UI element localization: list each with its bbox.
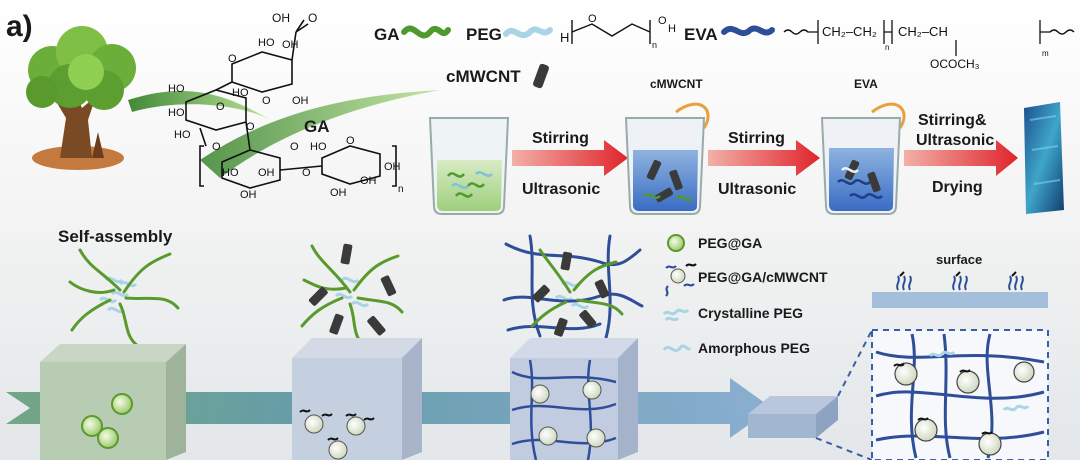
ga-molecule-labels: OH O HO O OH HO O HO OH HO O O HO O O HO… <box>168 11 404 201</box>
legend-cmwcnt-label: cMWCNT <box>446 67 521 86</box>
eva-formula-segment2: CH₂–CH <box>898 24 948 39</box>
step3-line2: Ultrasonic <box>916 132 994 149</box>
group-label: HO <box>168 107 185 119</box>
amorphous-peg-icon <box>662 344 692 353</box>
thin-slab <box>748 396 838 438</box>
group-label: HO <box>310 141 327 153</box>
step3-line3: Drying <box>932 179 983 196</box>
peg-ga-sphere-icon <box>667 234 685 252</box>
legend-peg-label: PEG <box>466 25 502 44</box>
beaker-3: EVA <box>820 77 906 215</box>
crystalline-peg-icon <box>662 308 690 322</box>
beaker-1 <box>428 117 510 215</box>
beaker-2: cMWCNT <box>624 77 710 215</box>
eva-formula-segment1: CH₂–CH₂ <box>822 24 877 39</box>
zoom-inset <box>871 329 1049 460</box>
group-label: OH <box>258 167 275 179</box>
ga-swatch-icon <box>401 25 451 39</box>
composite-block <box>1024 102 1064 214</box>
beaker3-label: EVA <box>854 77 878 91</box>
eva-formula-sub: OCOCH₃ <box>930 57 980 71</box>
step1-line2: Ultrasonic <box>522 181 600 198</box>
peg-formula-n: n <box>652 40 657 50</box>
eva-formula-n: n <box>885 43 889 52</box>
group-label: O <box>246 121 255 133</box>
group-label: HO <box>258 37 275 49</box>
cube-3 <box>510 338 638 460</box>
ga-molecule <box>185 19 397 189</box>
group-label: O <box>216 101 225 113</box>
step2-line2: Ultrasonic <box>718 181 796 198</box>
group-label: OH <box>282 39 299 51</box>
legend-peg-ga: PEG@GA <box>698 235 762 251</box>
step1-line1: Stirring <box>532 130 589 147</box>
group-label: OH <box>292 95 309 107</box>
group-label: HO <box>232 87 249 99</box>
group-label: O <box>262 95 271 107</box>
eva-formula-m: m <box>1042 49 1049 58</box>
peg-ga-cmwcnt-icon <box>665 263 697 297</box>
cube-2 <box>292 338 422 460</box>
legend-eva-label: EVA <box>684 25 718 44</box>
process-arrow-1 <box>512 140 628 176</box>
process-row: Stirring Ultrasonic cMWCNT Stirring Ultr… <box>428 77 1064 215</box>
legend-crystalline-peg: Crystalline PEG <box>698 305 803 321</box>
self-assembly-label: Self-assembly <box>58 227 173 246</box>
legend-ga-label: GA <box>374 25 400 44</box>
top-legend: GA PEG H O n O H EVA CH₂–CH₂ n CH₂–CH OC… <box>374 13 1075 89</box>
process-arrow-3 <box>904 140 1018 176</box>
group-label: HO <box>174 129 191 141</box>
panel-label: a) <box>6 10 33 43</box>
group-label: OH <box>330 187 347 199</box>
peg-formula-h: H <box>560 30 569 45</box>
group-label: O <box>228 53 237 65</box>
carbonyl-o-label: O <box>308 11 317 25</box>
group-label: OH <box>360 175 377 187</box>
step2-line1: Stirring <box>728 130 785 147</box>
group-label: O <box>302 167 311 179</box>
group-label: O <box>290 141 299 153</box>
eva-swatch-icon <box>721 25 775 37</box>
group-label: HO <box>222 167 239 179</box>
group-label: HO <box>168 83 185 95</box>
group-label: O <box>212 141 221 153</box>
carboxyl-label: OH <box>272 11 290 25</box>
process-arrow-2 <box>708 140 820 176</box>
surface-label: surface <box>936 252 982 267</box>
surface-slab <box>872 292 1048 308</box>
cmwcnt-swatch-icon <box>533 63 549 89</box>
group-label: OH <box>240 189 257 201</box>
repeat-n-label: n <box>398 184 404 195</box>
surface-inset: surface <box>872 252 1048 308</box>
peg-formula-o1: O <box>588 13 597 25</box>
peg-formula-o2: O <box>658 15 667 27</box>
group-label: O <box>346 135 355 147</box>
peg-formula-h2: H <box>668 23 676 35</box>
cluster-eva-network <box>502 234 644 340</box>
step3-line1: Stirring& <box>918 112 987 129</box>
group-label: OH <box>384 161 401 173</box>
peg-swatch-icon <box>503 26 553 39</box>
ga-label: GA <box>304 117 330 136</box>
cube-1 <box>40 344 186 460</box>
zoom-guide-lines <box>815 329 873 460</box>
cluster-peg-ga <box>68 248 180 348</box>
tree-icon <box>26 26 136 170</box>
legend-amorphous-peg: Amorphous PEG <box>698 340 810 356</box>
beaker2-label: cMWCNT <box>650 77 703 91</box>
legend-peg-ga-cmwcnt: PEG@GA/cMWCNT <box>698 269 828 285</box>
bottom-legend: PEG@GA PEG@GA/cMWCNT Crystalline PEG Amo… <box>662 234 828 356</box>
